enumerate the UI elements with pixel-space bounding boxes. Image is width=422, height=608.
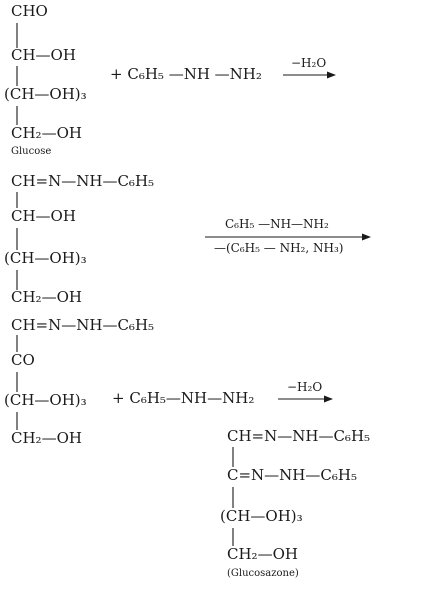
arrow-3-label: −H₂O [287,380,323,394]
arrow-1-label: −H₂O [291,56,327,70]
intermediate-c1: CH=N—NH—C₆H₅ [11,316,155,334]
osazone-c2: C=N—NH—C₆H₅ [227,466,357,484]
arrow-1-head [327,71,336,79]
arrow-2-bottom-label: —(C₆H₅ — NH₂, NH₃) [214,241,344,255]
osazone-c1: CH=N—NH—C₆H₅ [227,427,371,445]
intermediate-c3-5: (CH—OH)₃ [4,391,87,409]
arrow-3-head [324,395,333,403]
hydrazone-c6: CH₂—OH [11,288,82,306]
arrow-2-head [362,233,371,241]
osazone-c6: CH₂—OH [227,545,298,563]
hydrazone-c1: CH=N—NH—C₆H₅ [11,172,155,190]
glucose-c6: CH₂—OH [11,124,82,142]
glucose-label: Glucose [11,146,52,157]
intermediate-c6: CH₂—OH [11,429,82,447]
glucose-c3-5: (CH—OH)₃ [4,85,87,103]
reagent-phenylhydrazine-1: + C₆H₅ —NH —NH₂ [110,65,262,83]
hydrazone-c2: CH—OH [11,207,76,225]
reagent-phenylhydrazine-3: + C₆H₅—NH—NH₂ [112,389,255,407]
hydrazone-c3-5: (CH—OH)₃ [4,249,87,267]
product-label: (Glucosazone) [227,568,299,579]
glucose-c2: CH—OH [11,46,76,64]
arrow-2-top-label: C₆H₅ —NH—NH₂ [225,217,329,231]
glucose-c1: CHO [11,2,48,20]
osazone-c3-5: (CH—OH)₃ [220,507,303,525]
intermediate-c2: CO [11,351,35,369]
